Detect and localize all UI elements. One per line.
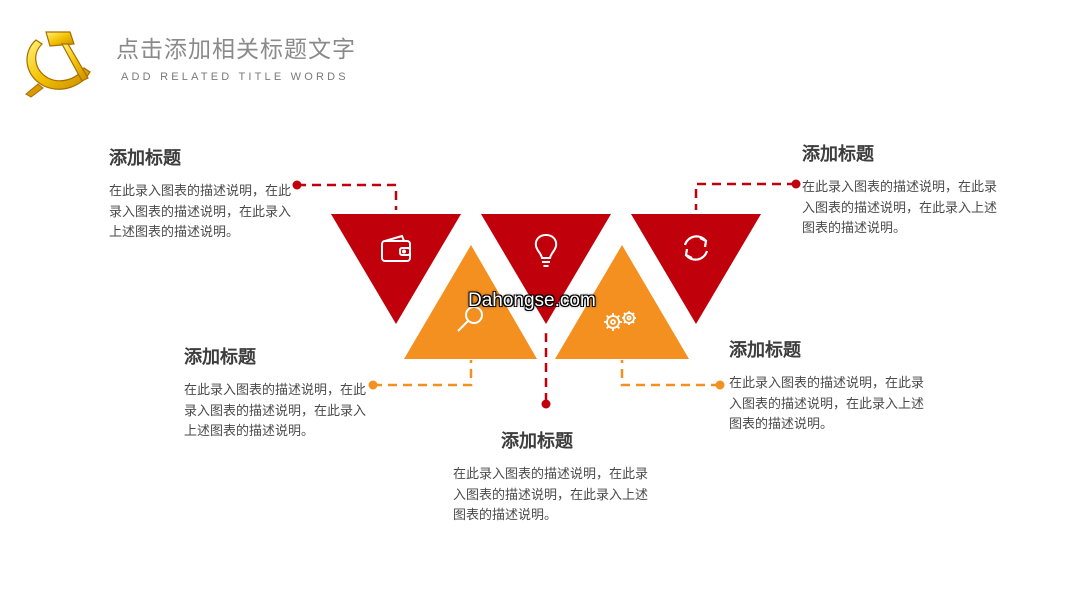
connector-dot-2 [368,380,378,390]
page-title: 点击添加相关标题文字 [116,37,356,63]
item-block-4: 添加标题 在此录入图表的描述说明，在此录入图表的描述说明，在此录入上述图表的描述… [729,336,929,436]
item-block-1: 添加标题 在此录入图表的描述说明，在此录入图表的描述说明，在此录入上述图表的描述… [109,144,293,244]
connector-dot-1 [292,180,302,190]
item-heading: 添加标题 [802,144,874,165]
connector-line-5 [694,182,796,218]
hammer-sickle-emblem-icon [25,31,91,98]
item-block-3: 添加标题 在此录入图表的描述说明，在此录入图表的描述说明，在此录入上述图表的描述… [453,427,653,527]
gears-icon [604,311,636,331]
item-heading: 添加标题 [184,347,256,368]
item-description: 在此录入图表的描述说明，在此录入图表的描述说明，在此录入上述图表的描述说明。 [109,184,292,240]
connector-line-4 [620,360,720,387]
item-block-2: 添加标题 在此录入图表的描述说明，在此录入图表的描述说明，在此录入上述图表的描述… [184,343,368,443]
item-description: 在此录入图表的描述说明，在此录入图表的描述说明，在此录入上述图表的描述说明。 [729,376,925,432]
connector-line-2 [373,360,473,387]
item-heading: 添加标题 [501,431,573,452]
orange-triangle-right [555,245,689,359]
item-heading: 添加标题 [109,148,181,169]
item-block-5: 添加标题 在此录入图表的描述说明，在此录入图表的描述说明，在此录入上述图表的描述… [802,140,1002,240]
item-description: 在此录入图表的描述说明，在此录入图表的描述说明，在此录入上述图表的描述说明。 [184,383,367,439]
connector-line-1 [297,183,398,218]
wallet-icon [381,234,411,262]
item-heading: 添加标题 [729,340,801,361]
connector-dot-3 [541,399,551,409]
page-subtitle: ADD RELATED TITLE WORDS [121,71,349,83]
refresh-icon [683,235,709,261]
watermark-text: Dahongse.com [468,290,596,311]
search-icon [457,306,483,332]
item-description: 在此录入图表的描述说明，在此录入图表的描述说明，在此录入上述图表的描述说明。 [802,180,998,236]
item-description: 在此录入图表的描述说明，在此录入图表的描述说明，在此录入上述图表的描述说明。 [453,467,649,523]
orange-triangle-left [404,245,537,359]
connector-dot-5 [791,179,801,189]
connector-dot-4 [715,380,725,390]
lightbulb-icon [534,233,558,267]
